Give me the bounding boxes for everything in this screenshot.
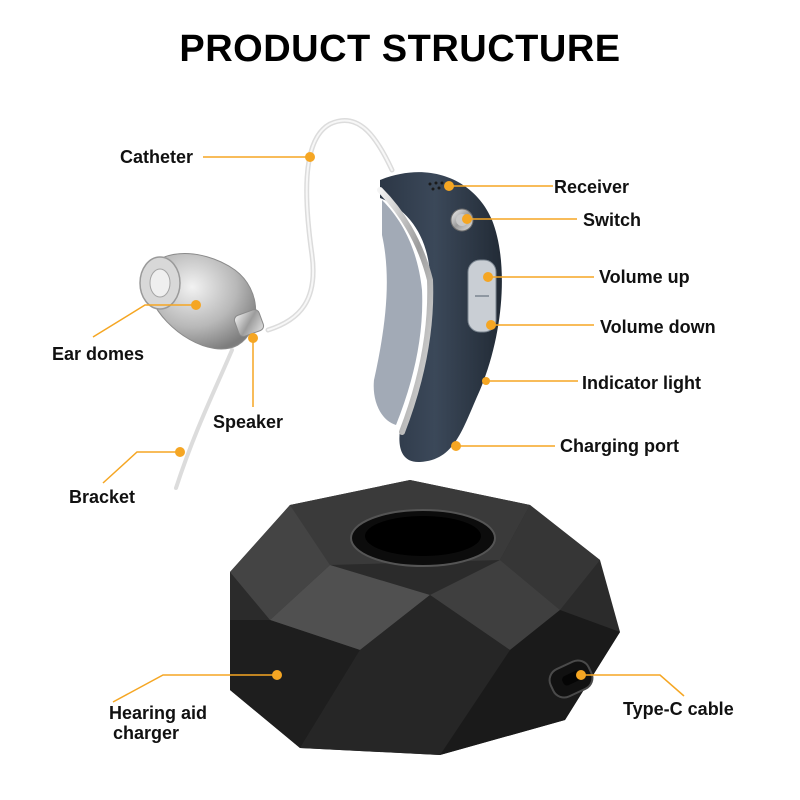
- dot-indicator-light: [482, 377, 490, 385]
- dot-volume-up: [483, 272, 493, 282]
- label-hearing-aid-charger-line1: Hearing aid: [109, 703, 208, 723]
- hearing-aid-body: [373, 172, 502, 463]
- dot-switch: [462, 214, 472, 224]
- leader-lines: [92, 156, 685, 703]
- label-bracket: Bracket: [69, 487, 136, 507]
- leader-dots: [175, 152, 586, 680]
- label-charging-port: Charging port: [560, 436, 679, 456]
- dot-volume-down: [486, 320, 496, 330]
- label-speaker: Speaker: [213, 412, 284, 432]
- label-hearing-aid-charger-line2: charger: [113, 723, 180, 743]
- label-type-c-cable: Type-C cable: [623, 699, 734, 719]
- bracket-wire: [174, 348, 234, 490]
- dot-receiver: [444, 181, 454, 191]
- label-volume-down: Volume down: [600, 317, 716, 337]
- dot-type-c: [576, 670, 586, 680]
- leader-bracket: [102, 451, 180, 484]
- label-switch: Switch: [583, 210, 642, 230]
- leader-ear-domes: [92, 304, 196, 338]
- label-catheter: Catheter: [120, 147, 194, 167]
- label-receiver: Receiver: [554, 177, 630, 197]
- label-volume-up: Volume up: [599, 267, 690, 287]
- charger-base: [230, 480, 620, 755]
- ear-dome-speaker: [139, 253, 265, 350]
- dot-charger: [272, 670, 282, 680]
- dot-catheter: [305, 152, 315, 162]
- leader-type-c: [581, 674, 685, 697]
- leader-charger: [112, 674, 277, 703]
- label-indicator-light: Indicator light: [582, 373, 701, 393]
- label-ear-domes: Ear domes: [52, 344, 145, 364]
- dot-speaker: [248, 333, 258, 343]
- dot-ear-domes: [191, 300, 201, 310]
- dot-bracket: [175, 447, 185, 457]
- dot-charging-port: [451, 441, 461, 451]
- catheter-tube: [265, 117, 395, 333]
- page-title: PRODUCT STRUCTURE: [179, 28, 621, 70]
